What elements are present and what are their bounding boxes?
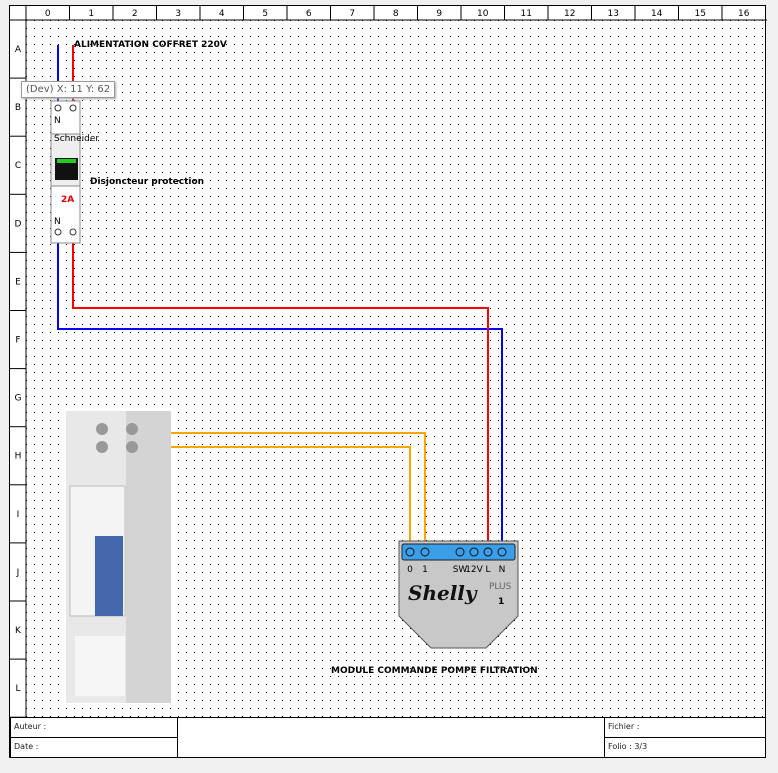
column-label: 5 bbox=[262, 9, 268, 19]
terminal-label: N bbox=[499, 565, 506, 575]
terminal-label: SW bbox=[453, 565, 468, 575]
control-wire-0[interactable] bbox=[120, 446, 411, 546]
row-label: G bbox=[15, 394, 22, 404]
row-label: A bbox=[15, 45, 22, 55]
column-label: 16 bbox=[738, 9, 750, 19]
modular-timer[interactable] bbox=[66, 411, 171, 703]
author-field: Auteur : bbox=[10, 717, 178, 738]
column-label: 8 bbox=[393, 9, 399, 19]
terminal-N[interactable] bbox=[497, 547, 507, 557]
terminal-label: 12V bbox=[465, 565, 483, 575]
column-label: 1 bbox=[88, 9, 94, 19]
control-wire-1[interactable] bbox=[132, 432, 426, 546]
coordinate-tooltip: (Dev) X: 11 Y: 62 bbox=[21, 81, 116, 98]
file-field: Fichier : bbox=[604, 717, 766, 738]
column-label: 0 bbox=[45, 9, 51, 19]
date-field: Date : bbox=[10, 737, 178, 758]
neutral-mark: N bbox=[54, 116, 61, 126]
column-label: 14 bbox=[651, 9, 663, 19]
supply-label: ALIMENTATION COFFRET 220V bbox=[74, 40, 227, 50]
terminal-label: 1 bbox=[422, 565, 428, 575]
terminal-label: L bbox=[485, 565, 490, 575]
row-label: B bbox=[15, 103, 21, 113]
brand-text: Schneider bbox=[54, 134, 99, 144]
terminal-SW[interactable] bbox=[455, 547, 465, 557]
neutral-mark-bottom: N bbox=[54, 217, 61, 227]
column-label: 11 bbox=[521, 9, 532, 19]
terminal-L[interactable] bbox=[483, 547, 493, 557]
row-label: D bbox=[15, 219, 22, 229]
column-label: 13 bbox=[608, 9, 619, 19]
row-label: E bbox=[15, 277, 21, 287]
column-label: 9 bbox=[436, 9, 442, 19]
row-label: F bbox=[15, 336, 20, 346]
terminal-label: 0 bbox=[407, 565, 413, 575]
plus-text: PLUS bbox=[489, 582, 512, 592]
model-text: 1 bbox=[498, 597, 504, 607]
column-label: 2 bbox=[132, 9, 138, 19]
column-label: 10 bbox=[477, 9, 489, 19]
column-label: 12 bbox=[564, 9, 575, 19]
column-label: 15 bbox=[695, 9, 706, 19]
column-label: 6 bbox=[306, 9, 312, 19]
terminal-0[interactable] bbox=[405, 547, 415, 557]
row-header: A B C D E F G H I J K L bbox=[10, 45, 26, 718]
column-label: 3 bbox=[175, 9, 181, 19]
row-label: I bbox=[17, 510, 20, 520]
module-label: MODULE COMMANDE POMPE FILTRATION bbox=[331, 666, 538, 676]
row-label: L bbox=[15, 684, 20, 694]
row-label: J bbox=[16, 568, 20, 578]
row-label: C bbox=[15, 161, 21, 171]
shelly-logo: Shelly bbox=[408, 581, 478, 605]
terminal-1[interactable] bbox=[420, 547, 430, 557]
title-field bbox=[177, 717, 605, 758]
rating-text: 2A bbox=[61, 195, 74, 205]
column-label: 7 bbox=[349, 9, 355, 19]
folio-field: Folio : 3/3 bbox=[604, 737, 766, 758]
column-label: 4 bbox=[219, 9, 225, 19]
terminal-12V[interactable] bbox=[469, 547, 479, 557]
circuit-breaker[interactable]: N Schneider 2A N bbox=[50, 100, 99, 244]
row-label: H bbox=[15, 452, 22, 462]
breaker-label: Disjoncteur protection bbox=[90, 177, 204, 187]
row-label: K bbox=[15, 626, 22, 636]
